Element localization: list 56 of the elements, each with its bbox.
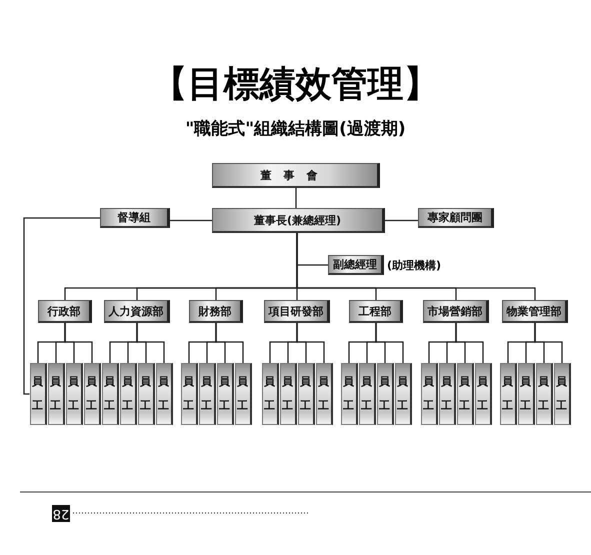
connector-line <box>296 233 536 300</box>
employee-box: 員工 <box>298 363 314 425</box>
connector-line <box>295 188 297 208</box>
employee-box: 員工 <box>138 363 154 425</box>
group-box: 督導組 <box>100 208 170 228</box>
board-box: 董事會 <box>212 163 380 188</box>
employee-box: 員工 <box>518 363 534 425</box>
connector-line <box>136 323 165 363</box>
employee-box: 員工 <box>554 363 570 425</box>
department-box: 物業管理部 <box>502 300 568 323</box>
department-box: 行政部 <box>38 300 92 323</box>
connector-line <box>534 323 563 363</box>
department-box: 人力資源部 <box>104 300 170 323</box>
employee-box: 員工 <box>316 363 332 425</box>
title: 【目標績效管理】 <box>150 62 440 107</box>
employee-box: 員工 <box>358 363 376 425</box>
connector-line <box>296 323 325 363</box>
department-box: 財務部 <box>189 300 243 323</box>
manager-box: 副總經理 <box>328 255 384 275</box>
employee-box: 員工 <box>438 363 456 425</box>
connector-line <box>455 323 484 363</box>
connector-line <box>215 323 244 363</box>
connector-line <box>385 220 418 222</box>
employee-box: 員工 <box>420 363 438 425</box>
employee-box: 員工 <box>198 363 216 425</box>
connector-line <box>375 323 404 363</box>
note-text: (助理機構) <box>387 258 442 273</box>
department-box: 市場營銷部 <box>423 300 489 323</box>
advisor-box: 專家顧問團 <box>418 208 494 228</box>
employee-box: 員工 <box>280 363 296 425</box>
employee-box: 員工 <box>340 363 358 425</box>
employee-box: 員工 <box>30 363 46 425</box>
employee-box: 員工 <box>216 363 234 425</box>
employee-box: 員工 <box>156 363 172 425</box>
employee-box: 員工 <box>84 363 100 425</box>
employee-box: 員工 <box>102 363 118 425</box>
employee-box: 員工 <box>536 363 552 425</box>
employee-box: 員工 <box>456 363 474 425</box>
employee-box: 員工 <box>376 363 394 425</box>
employee-box: 員工 <box>234 363 252 425</box>
connector-line <box>170 220 212 222</box>
employee-box: 員工 <box>500 363 516 425</box>
employee-box: 員工 <box>48 363 64 425</box>
connector-line <box>23 217 100 395</box>
department-box: 項目研發部 <box>264 300 330 323</box>
chairman-box: 董事長(兼總經理) <box>212 208 385 233</box>
employee-box: 員工 <box>120 363 136 425</box>
subtitle: "職能式"組織結構圖(過渡期) <box>184 118 407 140</box>
connector-line <box>64 323 93 363</box>
employee-box: 員工 <box>66 363 82 425</box>
page-number: 28 <box>52 505 70 522</box>
employee-box: 員工 <box>262 363 278 425</box>
employee-box: 員工 <box>474 363 492 425</box>
department-box: 工程部 <box>349 300 403 323</box>
employee-box: 員工 <box>394 363 412 425</box>
employee-box: 員工 <box>180 363 198 425</box>
